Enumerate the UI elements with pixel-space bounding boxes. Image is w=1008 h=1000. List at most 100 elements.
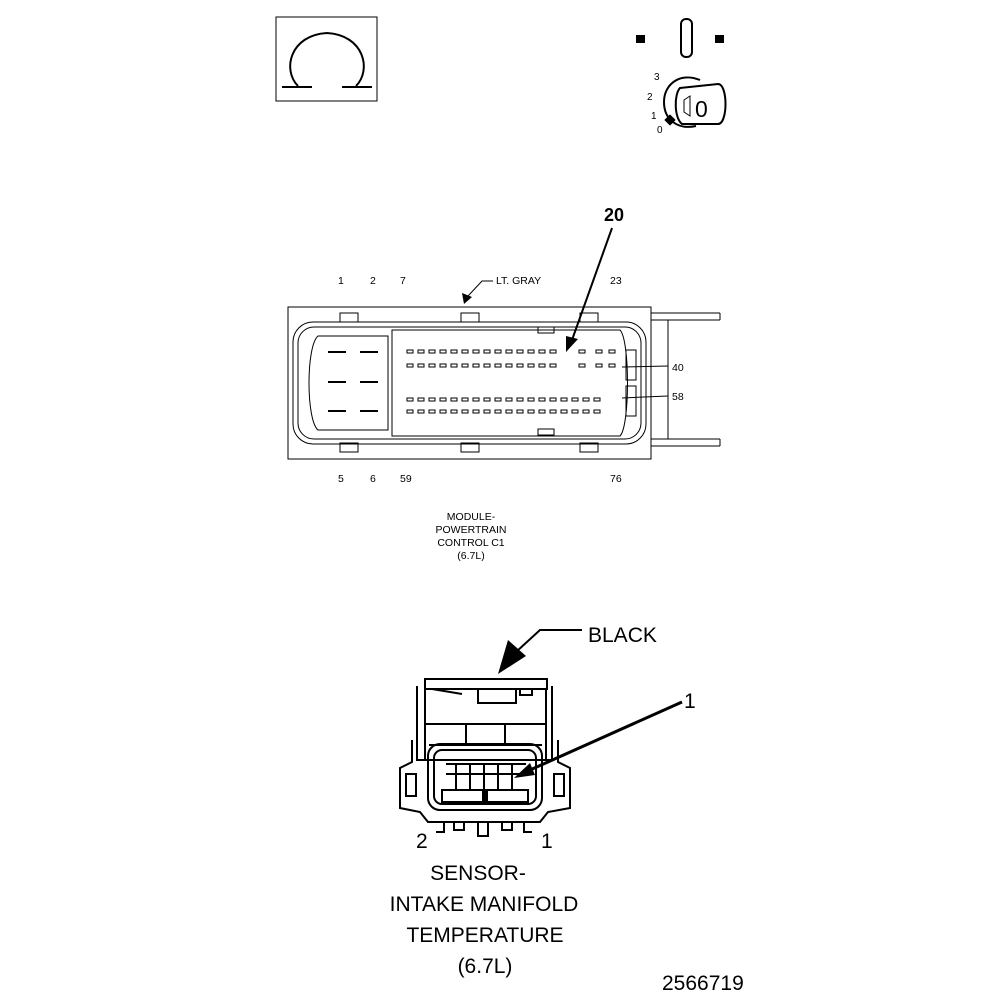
pin-cavity <box>505 409 513 414</box>
pin-cavity <box>417 409 425 414</box>
pin-cavity <box>505 397 513 402</box>
pcm-signal-pin-array <box>406 349 616 414</box>
pin-cavity <box>406 409 414 414</box>
color-label-black: BLACK <box>588 624 657 647</box>
pin-cavity <box>571 409 579 414</box>
ignition-position-1: 1 <box>651 111 657 122</box>
pin-cavity <box>428 349 436 354</box>
pin-label-2: 2 <box>370 275 376 287</box>
pin-cavity <box>538 363 546 368</box>
pin-cavity <box>516 409 524 414</box>
iat-title-line-1: SENSOR- <box>430 862 526 885</box>
pin-cavity <box>428 397 436 402</box>
callout-number-20: 20 <box>604 205 624 225</box>
pin-cavity <box>439 397 447 402</box>
iat-title-line-4: (6.7L) <box>458 955 513 978</box>
pin-cavity <box>549 409 557 414</box>
pin-cavity <box>582 397 590 402</box>
pin-cavity <box>483 397 491 402</box>
pin-label-76: 76 <box>610 473 622 485</box>
pin-cavity <box>472 349 480 354</box>
pin-cavity <box>527 349 535 354</box>
ohm-symbol-icon <box>275 16 378 102</box>
iat-title-line-3: TEMPERATURE <box>406 924 563 947</box>
pin-cavity <box>450 363 458 368</box>
pin-cavity <box>549 363 557 368</box>
pin-cavity <box>527 409 535 414</box>
pin-cavity <box>472 397 480 402</box>
pin-cavity <box>483 409 491 414</box>
pin-cavity <box>549 349 557 354</box>
pin-cavity <box>549 397 557 402</box>
pin-cavity <box>494 397 502 402</box>
figure-id: 2566719 <box>662 972 744 995</box>
pin-cavity <box>527 363 535 368</box>
pin-cavity <box>428 409 436 414</box>
pin-cavity <box>538 409 546 414</box>
pin-cavity <box>505 349 513 354</box>
pin-cavity <box>417 349 425 354</box>
iat-pin-label-2: 2 <box>416 830 428 853</box>
pin-cavity <box>560 397 568 402</box>
pin-cavity <box>538 397 546 402</box>
pcm-title-line-4: (6.7L) <box>457 550 484 562</box>
pin-cavity <box>472 409 480 414</box>
pin-cavity <box>538 349 546 354</box>
pin-cavity <box>439 349 447 354</box>
pin-cavity <box>450 397 458 402</box>
ignition-position-0: 0 <box>657 125 663 136</box>
pin-cavity <box>608 349 616 354</box>
pin-cavity <box>406 363 414 368</box>
pin-cavity <box>571 397 579 402</box>
pin-cavity <box>527 397 535 402</box>
pcm-connector-title: MODULE- POWERTRAIN CONTROL C1 (6.7L) <box>436 511 507 562</box>
pcm-title-line-1: MODULE- <box>447 511 496 523</box>
pin-label-58: 58 <box>672 391 684 403</box>
pin-cavity <box>450 349 458 354</box>
pin-cavity <box>461 409 469 414</box>
pin-cavity <box>483 363 491 368</box>
iat-sensor-connector: BLACK 1 <box>399 624 696 853</box>
pin-cavity <box>483 349 491 354</box>
pin-cavity <box>439 409 447 414</box>
pin-cavity <box>406 349 414 354</box>
pin-cavity <box>406 397 414 402</box>
pin-cavity <box>595 363 603 368</box>
ignition-position-2: 2 <box>647 92 653 103</box>
callout-number-1: 1 <box>684 690 696 713</box>
pin-cavity <box>472 363 480 368</box>
pin-cavity <box>516 349 524 354</box>
pcm-connector-c1: 20 LT. GRAY 1 2 7 23 5 6 59 76 40 58 <box>287 205 721 485</box>
pin-cavity <box>494 349 502 354</box>
iat-connector-title: SENSOR- INTAKE MANIFOLD TEMPERATURE (6.7… <box>390 862 579 978</box>
pin-cavity <box>461 397 469 402</box>
pin-cavity <box>516 363 524 368</box>
pin-cavity <box>417 363 425 368</box>
pin-cavity <box>560 409 568 414</box>
pin-label-40: 40 <box>672 362 684 374</box>
pin-label-59: 59 <box>400 473 412 485</box>
pin-label-5: 5 <box>338 473 344 485</box>
pin-cavity <box>450 409 458 414</box>
ignition-key-icon: 3 2 1 0 0 <box>636 18 727 136</box>
pcm-title-line-2: POWERTRAIN <box>436 524 507 536</box>
ignition-position-3: 3 <box>654 72 660 83</box>
pin-cavity <box>578 349 586 354</box>
color-label-lt-gray: LT. GRAY <box>496 275 541 287</box>
pin-cavity <box>582 409 590 414</box>
pin-cavity <box>494 409 502 414</box>
pin-cavity <box>505 363 513 368</box>
pin-cavity <box>461 363 469 368</box>
ignition-key-label: 0 <box>695 96 708 122</box>
pin-cavity <box>578 363 586 368</box>
iat-pin-label-1: 1 <box>541 830 553 853</box>
pcm-title-line-3: CONTROL C1 <box>437 537 504 549</box>
pin-cavity <box>593 409 601 414</box>
pin-cavity <box>608 363 616 368</box>
pin-cavity <box>595 349 603 354</box>
pin-label-23: 23 <box>610 275 622 287</box>
pin-label-1: 1 <box>338 275 344 287</box>
pin-cavity <box>494 363 502 368</box>
iat-title-line-2: INTAKE MANIFOLD <box>390 893 579 916</box>
pin-cavity <box>417 397 425 402</box>
